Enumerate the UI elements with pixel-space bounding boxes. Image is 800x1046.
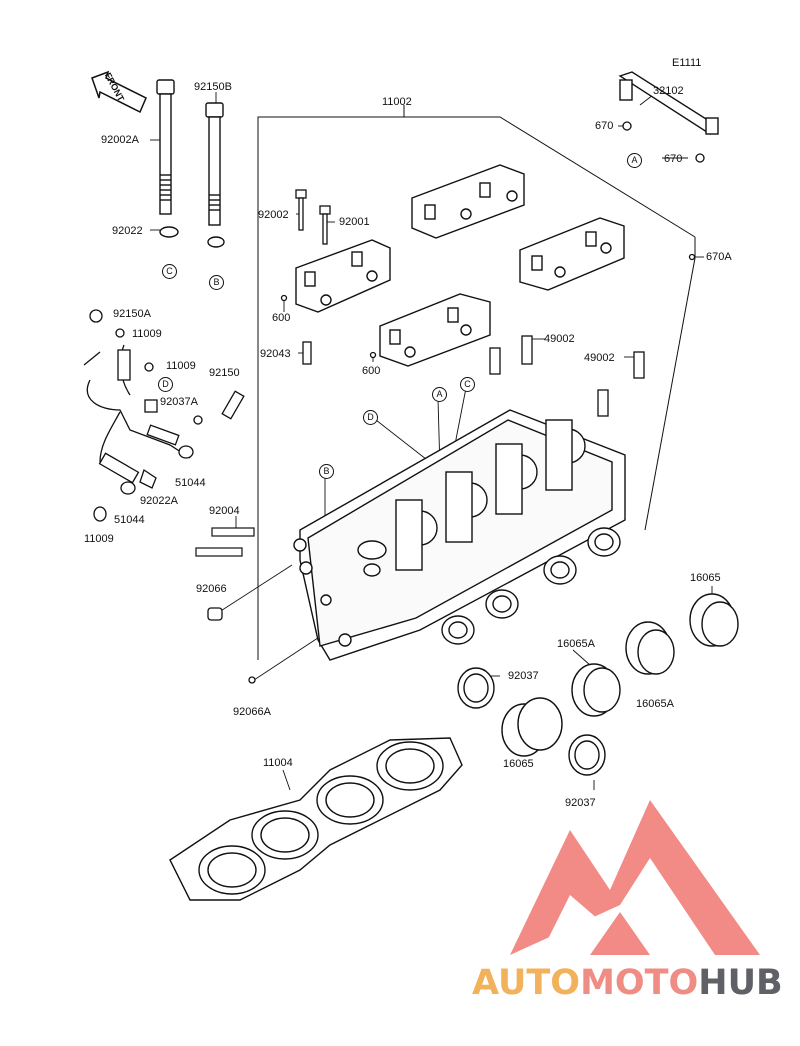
head-gasket — [169, 737, 463, 901]
part-label-16065-b: 16065 — [503, 758, 534, 770]
part-label-11009: 11009 — [132, 328, 162, 340]
part-label-11002: 11002 — [382, 96, 412, 108]
part-label-92022A: 92022A — [140, 495, 178, 507]
cylinder-head — [293, 409, 626, 661]
part-label-51044: 51044 — [175, 477, 206, 489]
studs — [195, 527, 255, 557]
part-label-92066A: 92066A — [233, 706, 271, 718]
part-label-670A: 670A — [706, 251, 732, 263]
part-label-92037-b: 92037 — [565, 797, 596, 809]
part-label-92002: 92002 — [258, 209, 289, 221]
part-label-11009-b: 11009 — [166, 360, 196, 372]
part-label-92004: 92004 — [209, 505, 240, 517]
ref-marker-a: A — [627, 153, 642, 168]
ref-marker-c: C — [162, 264, 177, 279]
assembly-frame — [257, 105, 696, 660]
brand-part-auto: AUTO — [472, 963, 581, 1003]
brand-watermark: AUTOMOTOHUB — [472, 963, 783, 1003]
part-label-600-b: 600 — [362, 365, 381, 377]
part-label-92150A: 92150A — [113, 308, 151, 320]
part-label-92002A: 92002A — [101, 134, 139, 146]
part-label-92022: 92022 — [112, 225, 143, 237]
part-label-51044-b: 51044 — [114, 514, 145, 526]
brand-part-hub: HUB — [698, 963, 783, 1003]
ref-marker-b: B — [209, 275, 224, 290]
diagram-code: E1111 — [672, 57, 702, 69]
part-label-670-b: 670 — [664, 153, 683, 165]
part-label-92066: 92066 — [196, 583, 227, 595]
part-label-11009-c: 11009 — [84, 533, 114, 545]
part-label-16065A: 16065A — [557, 638, 595, 650]
part-label-49002-b: 49002 — [584, 352, 615, 364]
part-label-92043: 92043 — [260, 348, 291, 360]
brand-logo-mark — [510, 800, 760, 955]
front-arrow-icon — [91, 70, 147, 114]
part-label-16065: 16065 — [690, 572, 721, 584]
oil-pipe — [83, 309, 245, 522]
ref-marker-d: D — [158, 377, 173, 392]
part-label-49002: 49002 — [544, 333, 575, 345]
part-label-670: 670 — [595, 120, 614, 132]
part-label-600: 600 — [272, 312, 291, 324]
part-label-92037A: 92037A — [160, 396, 198, 408]
part-label-92150: 92150 — [209, 367, 240, 379]
ref-marker-b-head: B — [319, 464, 334, 479]
part-label-92150B: 92150B — [194, 81, 232, 93]
ref-marker-d-head: D — [363, 410, 378, 425]
brand-part-moto: MOTO — [580, 963, 699, 1003]
intake-holders — [457, 593, 739, 776]
ref-marker-c-head: C — [460, 377, 475, 392]
ref-marker-a-head: A — [432, 387, 447, 402]
cam-holders — [295, 164, 625, 367]
small-bolts — [207, 121, 705, 684]
part-label-16065A-b: 16065A — [636, 698, 674, 710]
part-label-92001: 92001 — [339, 216, 370, 228]
part-label-92037: 92037 — [508, 670, 539, 682]
chain-guide — [618, 71, 719, 136]
part-label-11004: 11004 — [263, 757, 293, 769]
head-bolts — [156, 79, 225, 248]
part-label-32102: 32102 — [653, 85, 684, 97]
